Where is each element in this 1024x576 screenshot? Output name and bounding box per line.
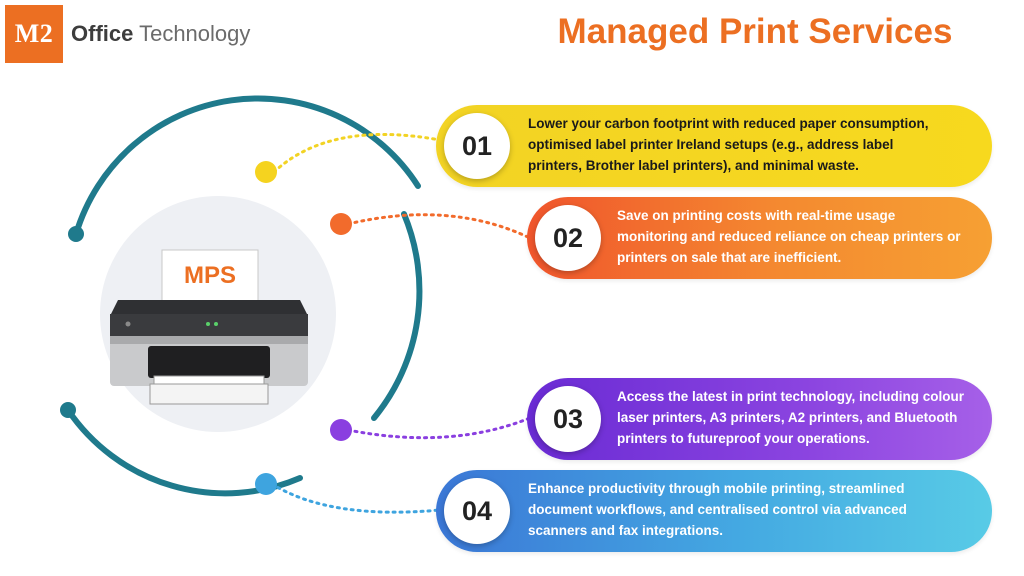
service-item-03: 03 Access the latest in print technology… xyxy=(527,378,992,460)
item-02-line-2: monitoring and reduced reliance on cheap… xyxy=(617,229,961,244)
item-04-line-2: document workflows, and centralised cont… xyxy=(528,502,907,517)
service-item-01: 01 Lower your carbon footprint with redu… xyxy=(436,105,992,187)
printer-icon: MPS xyxy=(104,228,314,413)
ring-arc-upper xyxy=(73,95,421,237)
item-03-line-2: laser printers, A3 printers, A2 printers… xyxy=(617,410,958,425)
item-01-line-1: Lower your carbon footprint with reduced… xyxy=(528,116,929,131)
item-04-line-1: Enhance productivity through mobile prin… xyxy=(528,481,905,496)
item-text-04: Enhance productivity through mobile prin… xyxy=(528,478,907,541)
item-text-03: Access the latest in print technology, i… xyxy=(617,386,964,449)
item-number-03: 03 xyxy=(535,386,601,452)
item-02-line-3: printers on sale that are inefficient. xyxy=(617,250,842,265)
node-dot-03 xyxy=(330,419,352,441)
item-03-line-1: Access the latest in print technology, i… xyxy=(617,389,965,404)
ring-end-dot-bottom xyxy=(60,402,76,418)
connector-04 xyxy=(270,482,442,514)
item-number-04: 04 xyxy=(444,478,510,544)
item-04-line-3: scanners and fax integrations. xyxy=(528,523,724,538)
node-dot-02 xyxy=(330,213,352,235)
service-item-02: 02 Save on printing costs with real-time… xyxy=(527,197,992,279)
item-01-line-3: printers, Brother label printers), and m… xyxy=(528,158,859,173)
item-text-02: Save on printing costs with real-time us… xyxy=(617,205,961,268)
mps-label: MPS xyxy=(184,262,236,289)
connector-01 xyxy=(272,132,442,174)
ring-end-dot-top xyxy=(68,226,84,242)
connector-03 xyxy=(346,416,532,440)
service-item-04: 04 Enhance productivity through mobile p… xyxy=(436,470,992,552)
item-03-line-3: printers to futureproof your operations. xyxy=(617,431,870,446)
logo-mark: M2 xyxy=(5,5,63,63)
company-logo[interactable]: M2 Office Technology xyxy=(5,5,250,63)
node-dot-04 xyxy=(255,473,277,495)
connector-02 xyxy=(346,213,532,240)
page-title: Managed Print Services xyxy=(557,12,953,51)
item-text-01: Lower your carbon footprint with reduced… xyxy=(528,113,929,176)
item-02-line-1: Save on printing costs with real-time us… xyxy=(617,208,896,223)
item-number-01: 01 xyxy=(444,113,510,179)
node-dot-01 xyxy=(255,161,277,183)
item-number-02: 02 xyxy=(535,205,601,271)
logo-brand: Office xyxy=(71,21,134,46)
logo-wordmark: Office Technology xyxy=(71,21,250,47)
ring-arc-right xyxy=(371,211,423,421)
logo-suffix: Technology xyxy=(139,21,251,46)
item-01-line-2: optimised label printer Ireland setups (… xyxy=(528,137,894,152)
